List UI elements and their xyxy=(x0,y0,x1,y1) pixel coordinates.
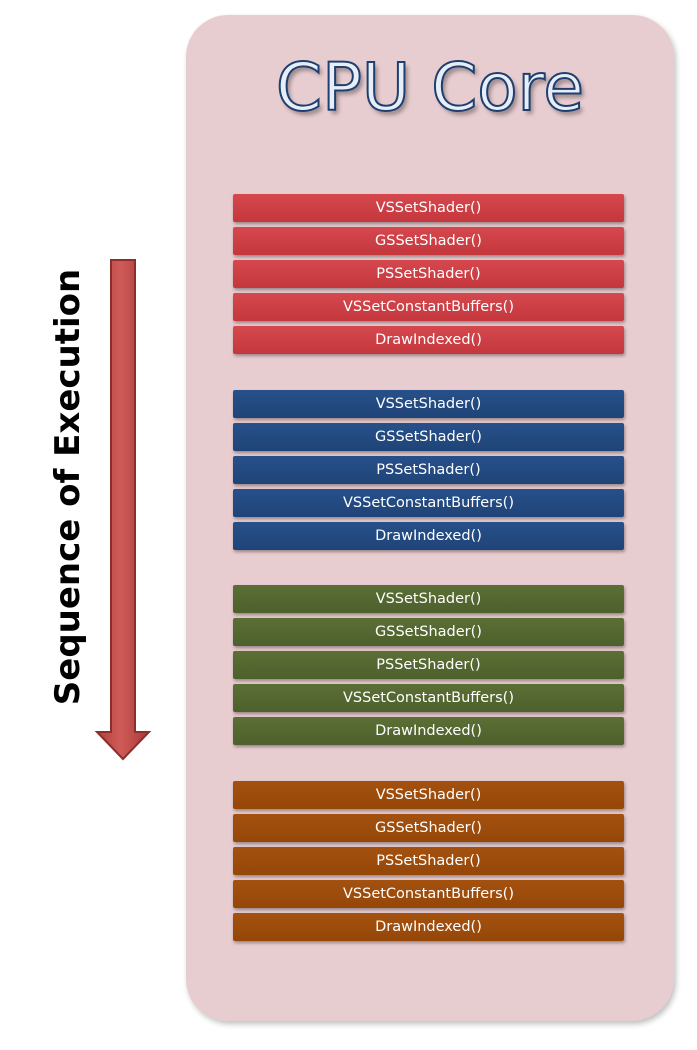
command-pssetshader: PSSetShader() xyxy=(233,260,624,288)
command-gssetshader: GSSetShader() xyxy=(233,227,624,255)
command-vssetshader: VSSetShader() xyxy=(233,781,624,809)
command-gssetshader: GSSetShader() xyxy=(233,814,624,842)
command-drawindexed: DrawIndexed() xyxy=(233,522,624,550)
command-vssetconstantbuffers: VSSetConstantBuffers() xyxy=(233,880,624,908)
command-pssetshader: PSSetShader() xyxy=(233,456,624,484)
command-gssetshader: GSSetShader() xyxy=(233,423,624,451)
command-group-red: VSSetShader() GSSetShader() PSSetShader(… xyxy=(233,194,624,359)
sequence-label-text: Sequence of Execution xyxy=(48,268,88,706)
command-group-orange: VSSetShader() GSSetShader() PSSetShader(… xyxy=(233,781,624,946)
command-vssetconstantbuffers: VSSetConstantBuffers() xyxy=(233,684,624,712)
cpu-core-title: CPU Core xyxy=(275,48,585,127)
command-vssetshader: VSSetShader() xyxy=(233,390,624,418)
command-gssetshader: GSSetShader() xyxy=(233,618,624,646)
command-drawindexed: DrawIndexed() xyxy=(233,913,624,941)
command-drawindexed: DrawIndexed() xyxy=(233,326,624,354)
arrow-down-icon xyxy=(94,259,152,761)
command-vssetconstantbuffers: VSSetConstantBuffers() xyxy=(233,293,624,321)
command-pssetshader: PSSetShader() xyxy=(233,651,624,679)
command-vssetconstantbuffers: VSSetConstantBuffers() xyxy=(233,489,624,517)
command-group-green: VSSetShader() GSSetShader() PSSetShader(… xyxy=(233,585,624,750)
command-group-blue: VSSetShader() GSSetShader() PSSetShader(… xyxy=(233,390,624,555)
command-drawindexed: DrawIndexed() xyxy=(233,717,624,745)
command-vssetshader: VSSetShader() xyxy=(233,194,624,222)
command-vssetshader: VSSetShader() xyxy=(233,585,624,613)
command-pssetshader: PSSetShader() xyxy=(233,847,624,875)
